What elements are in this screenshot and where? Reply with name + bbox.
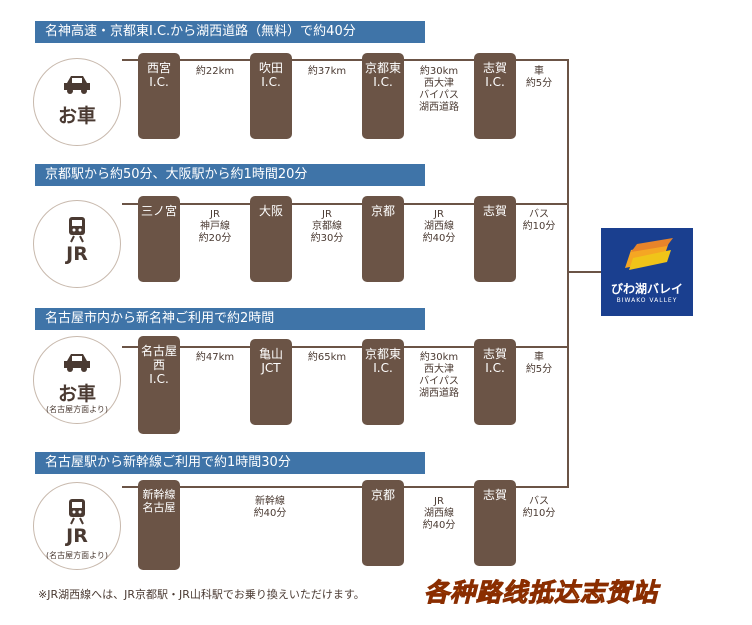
segment-label: 車 約5分	[525, 66, 553, 89]
route-header: 名古屋市内から新名神ご利用で約2時間	[35, 308, 425, 330]
car-icon	[34, 73, 120, 101]
station: 京都東 I.C.	[362, 53, 404, 139]
station: 京都東 I.C.	[362, 339, 404, 425]
mode-label: お車	[57, 105, 96, 127]
mode-label: お車	[57, 383, 96, 405]
mode-badge-car: お車 (名古屋方面より)	[33, 336, 121, 424]
footnote: ※JR湖西線へは、JR京都駅・JR山科駅でお乗り換えいただけます。	[38, 588, 365, 601]
station: 新幹線名古屋	[138, 480, 180, 570]
route-header: 京都駅から約50分、大阪駅から約1時間20分	[35, 164, 425, 186]
station: 大阪	[250, 196, 292, 282]
segment-label: JR 湖西線 約40分	[422, 496, 456, 531]
station: 京都	[362, 480, 404, 566]
station: 志賀	[474, 196, 516, 282]
segment-label: 約22km	[195, 66, 235, 77]
segment-label: 約65km	[307, 352, 347, 363]
station: 名古屋西 I.C.	[138, 336, 180, 434]
station: 志賀	[474, 480, 516, 566]
station: 三ノ宮	[138, 196, 180, 282]
promo-caption: 各种路线抵达志贺站	[423, 578, 659, 608]
route-header: 名神高速・京都東I.C.から湖西道路（無料）で約40分	[35, 21, 425, 43]
segment-label: バス 約10分	[522, 496, 556, 519]
segment-label: 車 約5分	[525, 352, 553, 375]
segment-label: JR 京都線 約30分	[310, 209, 344, 244]
connector-line	[122, 203, 569, 205]
station: 亀山 JCT	[250, 339, 292, 425]
connector-line	[122, 346, 569, 348]
mode-badge-jr: JR (名古屋方面より)	[33, 482, 121, 570]
segment-label: 約47km	[195, 352, 235, 363]
logo-mark-icon	[625, 238, 673, 270]
segment-label: 新幹線 約40分	[253, 496, 287, 519]
station: 西宮 I.C.	[138, 53, 180, 139]
train-icon	[34, 215, 120, 243]
station: 志賀 I.C.	[474, 53, 516, 139]
train-icon	[34, 497, 120, 525]
logo-en: BIWAKO VALLEY	[616, 297, 678, 304]
logo-name: びわ湖バレイ	[610, 282, 683, 296]
connector-to-logo	[567, 271, 601, 273]
mode-sub-label: (名古屋方面より)	[45, 405, 109, 414]
car-icon	[34, 351, 120, 379]
mode-badge-jr: JR	[33, 200, 121, 288]
connector-trunk	[567, 59, 569, 488]
segment-label: 約37km	[307, 66, 347, 77]
segment-label: JR 湖西線 約40分	[422, 209, 456, 244]
segment-label: JR 神戸線 約20分	[198, 209, 232, 244]
connector-line	[122, 486, 569, 488]
station: 吹田 I.C.	[250, 53, 292, 139]
segment-label: バス 約10分	[522, 209, 556, 232]
biwako-valley-logo: びわ湖バレイ BIWAKO VALLEY	[601, 228, 693, 316]
mode-sub-label: (名古屋方面より)	[45, 551, 109, 560]
mode-badge-car: お車	[33, 58, 121, 146]
segment-label: 約30km 西大津 バイパス 湖西道路	[419, 66, 459, 113]
segment-label: 約30km 西大津 バイパス 湖西道路	[419, 352, 459, 399]
connector-line	[122, 59, 569, 61]
station: 京都	[362, 196, 404, 282]
station: 志賀 I.C.	[474, 339, 516, 425]
mode-label: JR	[66, 525, 88, 547]
mode-label: JR	[66, 243, 88, 265]
route-header: 名古屋駅から新幹線ご利用で約1時間30分	[35, 452, 425, 474]
